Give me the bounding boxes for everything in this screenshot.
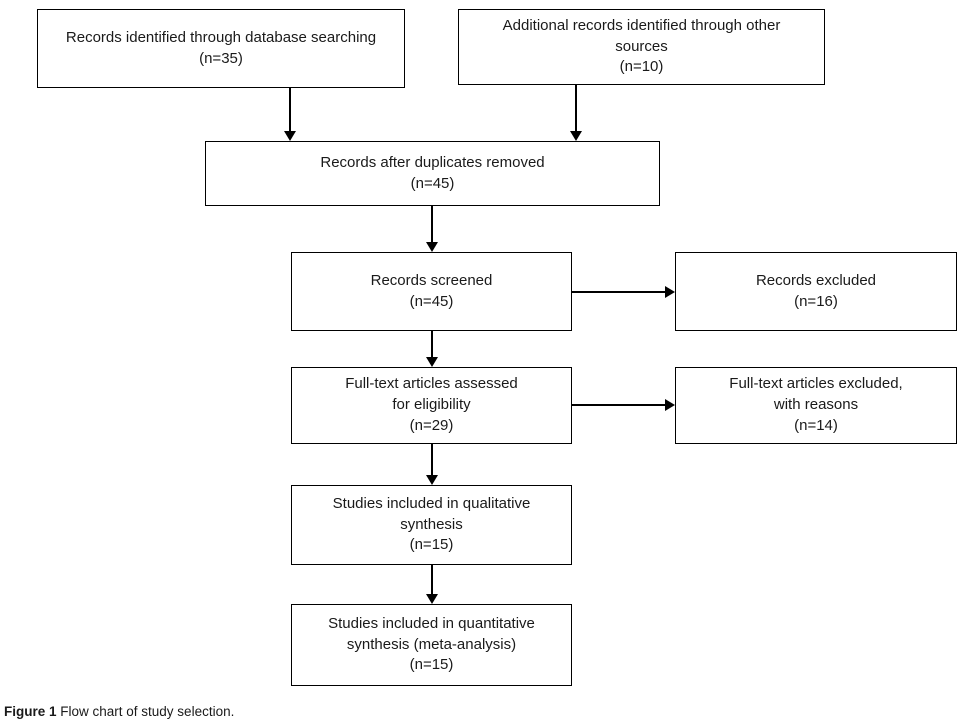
flow-box-records-identified: Records identified through database sear… xyxy=(37,9,405,88)
arrow-line xyxy=(575,85,577,132)
arrowhead-down-icon xyxy=(284,131,296,141)
arrow-line xyxy=(431,565,433,595)
arrow-line xyxy=(572,404,666,406)
flow-box-additional-records: Additional records identified through ot… xyxy=(458,9,825,85)
arrow-line xyxy=(572,291,666,293)
figure-caption-label: Figure 1 xyxy=(4,704,57,719)
flow-box-records-screened: Records screened (n=45) xyxy=(291,252,572,331)
arrow-line xyxy=(289,88,291,132)
arrowhead-down-icon xyxy=(426,357,438,367)
arrow-line xyxy=(431,206,433,243)
flow-box-after-duplicates: Records after duplicates removed (n=45) xyxy=(205,141,660,206)
flow-box-records-excluded: Records excluded (n=16) xyxy=(675,252,957,331)
arrowhead-right-icon xyxy=(665,399,675,411)
arrowhead-down-icon xyxy=(426,242,438,252)
figure-caption: Figure 1 Flow chart of study selection. xyxy=(4,704,234,719)
arrow-line xyxy=(431,331,433,358)
arrowhead-down-icon xyxy=(570,131,582,141)
flow-box-quantitative-synthesis: Studies included in quantitative synthes… xyxy=(291,604,572,686)
arrowhead-down-icon xyxy=(426,594,438,604)
arrowhead-down-icon xyxy=(426,475,438,485)
flow-box-fulltext-excluded: Full-text articles excluded, with reason… xyxy=(675,367,957,444)
figure-caption-text: Flow chart of study selection. xyxy=(56,704,235,719)
arrowhead-right-icon xyxy=(665,286,675,298)
flow-box-fulltext-assessed: Full-text articles assessed for eligibil… xyxy=(291,367,572,444)
arrow-line xyxy=(431,444,433,476)
flow-box-qualitative-synthesis: Studies included in qualitative synthesi… xyxy=(291,485,572,565)
